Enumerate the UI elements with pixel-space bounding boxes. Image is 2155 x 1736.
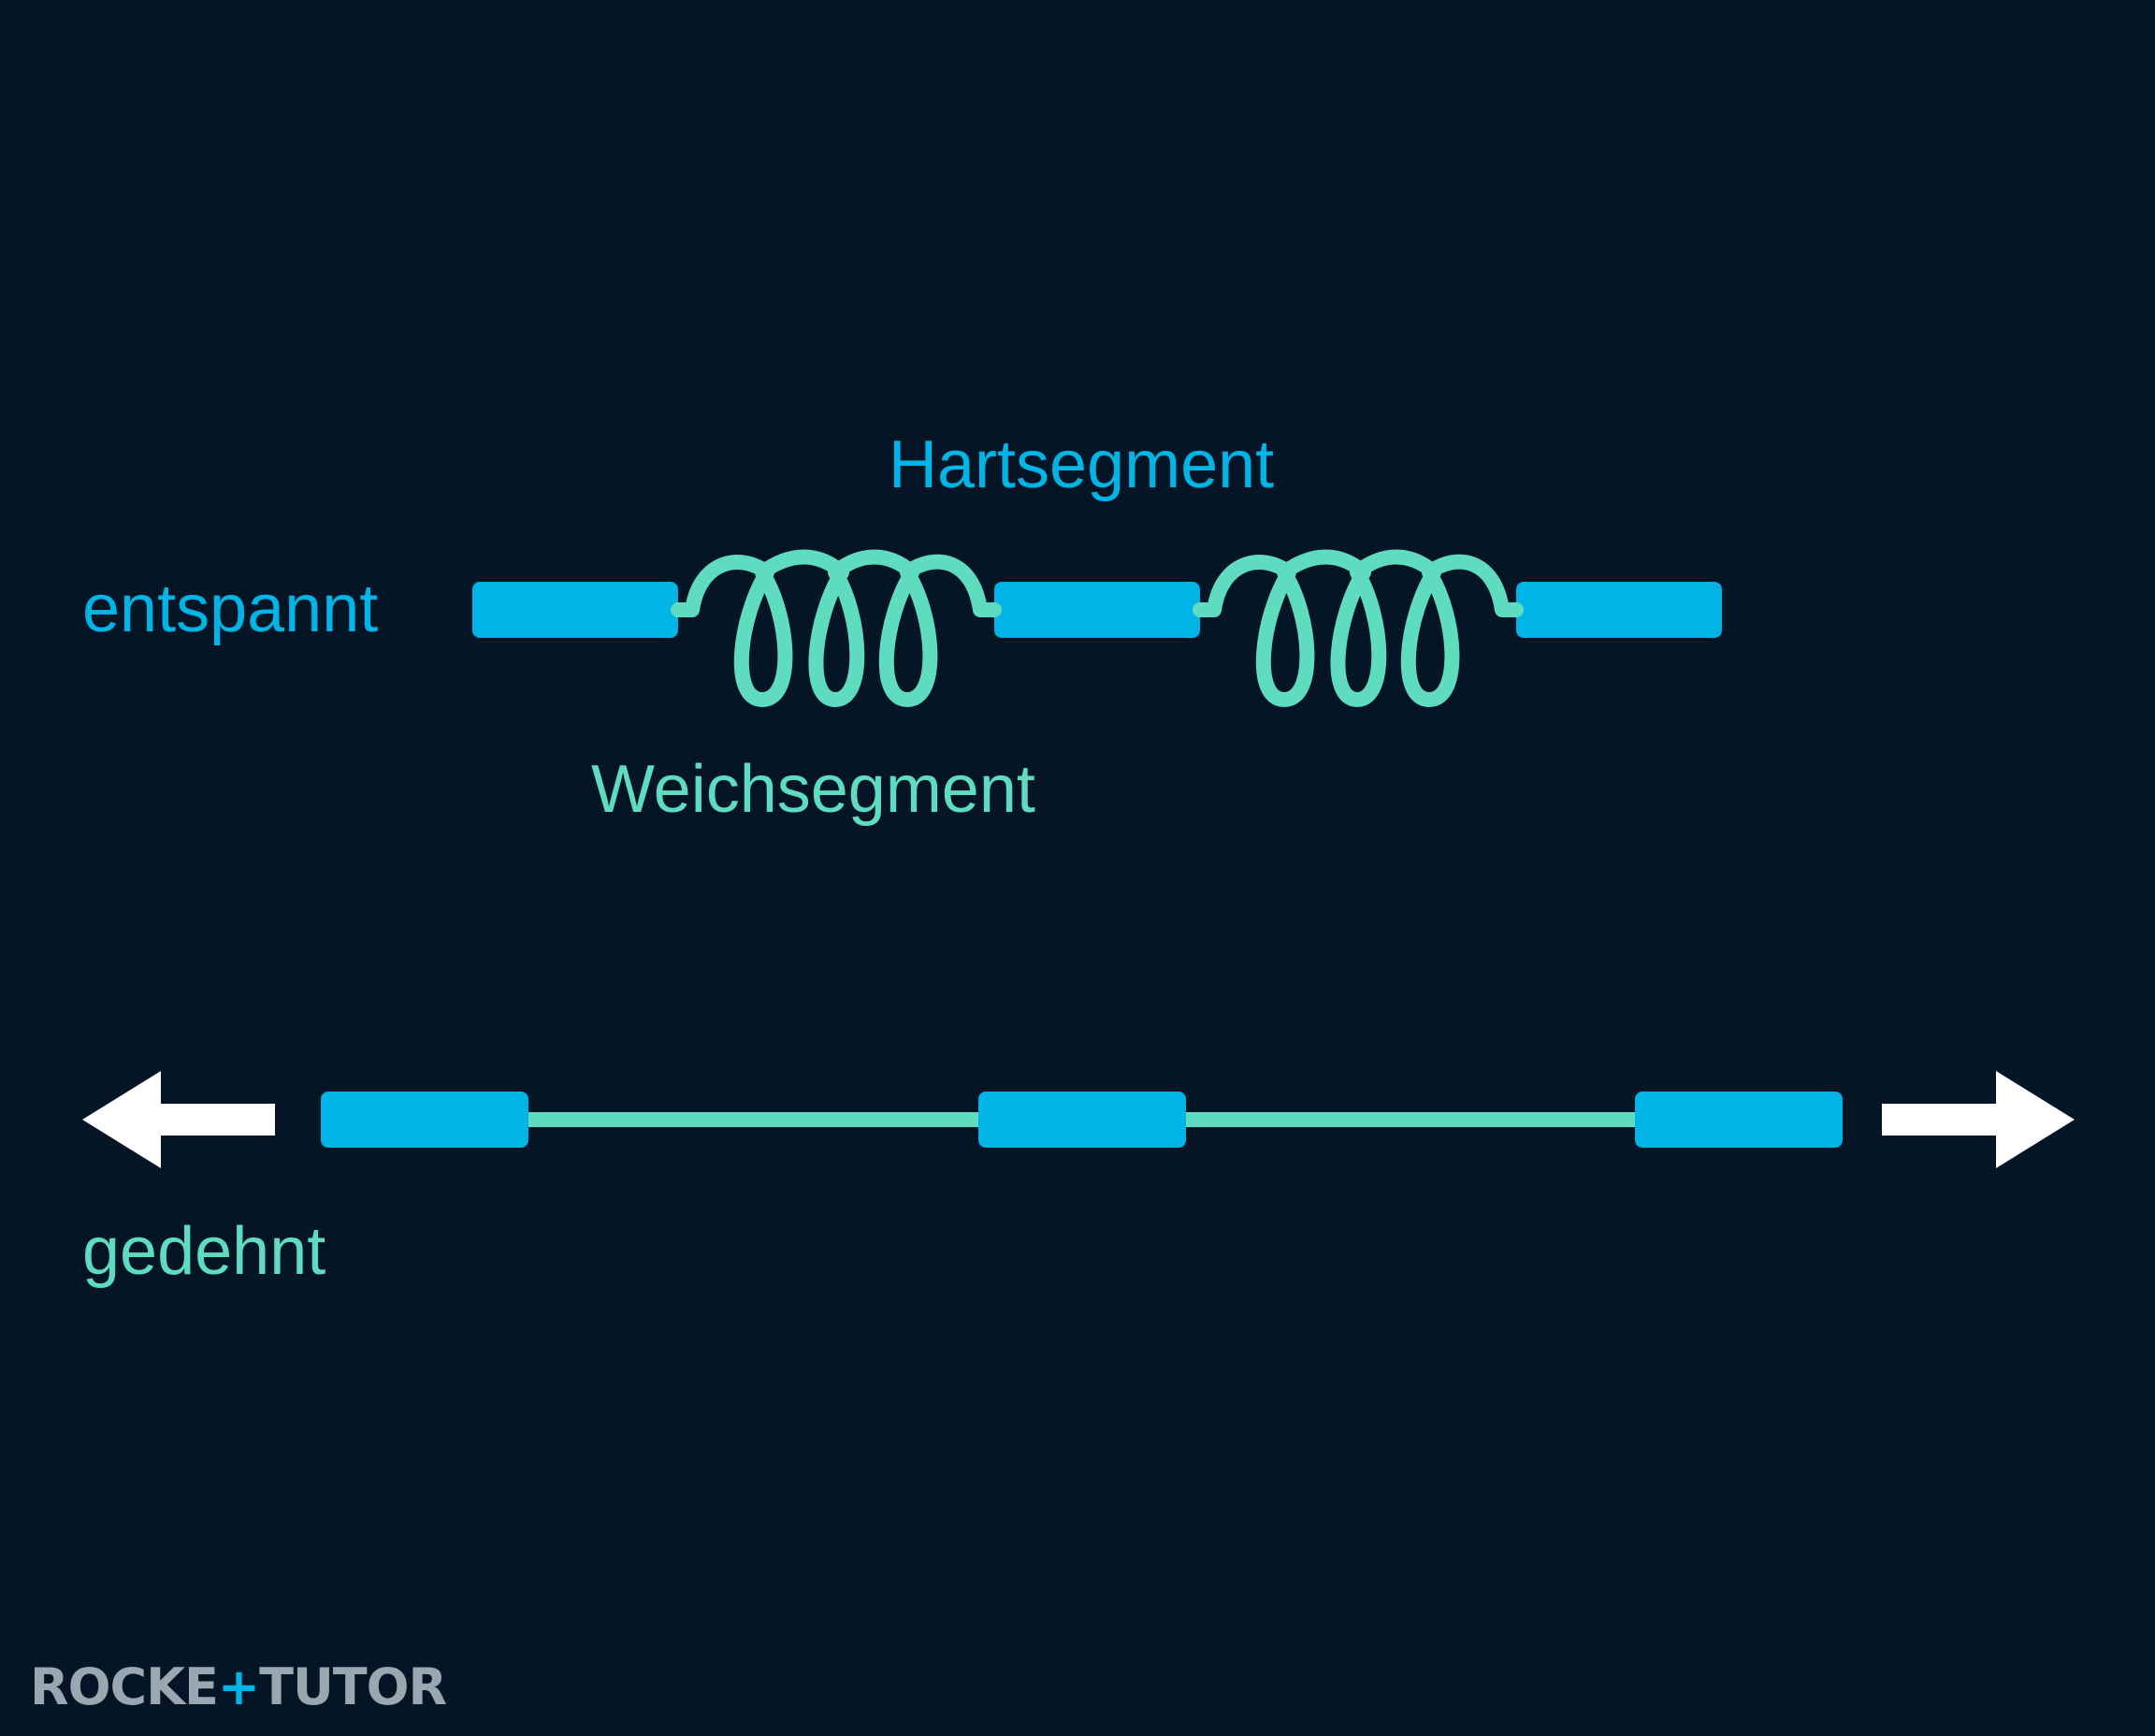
svg-text:ROCKE+TUTOR: ROCKE+TUTOR <box>30 1657 447 1716</box>
logo-part-3: R <box>409 1657 447 1716</box>
brand-logo: ROCKE+TUTOR <box>30 1657 448 1716</box>
logo-part-1: ROCKE <box>30 1657 218 1716</box>
logo-plus-icon: + <box>218 1657 259 1716</box>
logo-part-2: TUTO <box>259 1657 408 1716</box>
coil-spring-icon <box>1193 549 1524 707</box>
stretched-label: gedehnt <box>82 1214 325 1289</box>
relaxed-label: entspannt <box>82 571 378 646</box>
hard-segment-stretched-3 <box>1635 1092 1843 1148</box>
coil-spring-icon <box>671 549 1002 707</box>
hard-segment-relaxed-2 <box>994 582 1200 638</box>
hard-segment-relaxed-1 <box>472 582 678 638</box>
hard-segment-stretched-1 <box>321 1092 528 1148</box>
arrow-left-icon <box>82 1071 275 1168</box>
hard-segment-label: Hartsegment <box>889 427 1274 502</box>
hard-segment-relaxed-3 <box>1516 582 1722 638</box>
arrow-right-icon <box>1882 1071 2075 1168</box>
soft-segment-label: Weichsegment <box>591 752 1035 827</box>
hard-segment-stretched-2 <box>978 1092 1186 1148</box>
